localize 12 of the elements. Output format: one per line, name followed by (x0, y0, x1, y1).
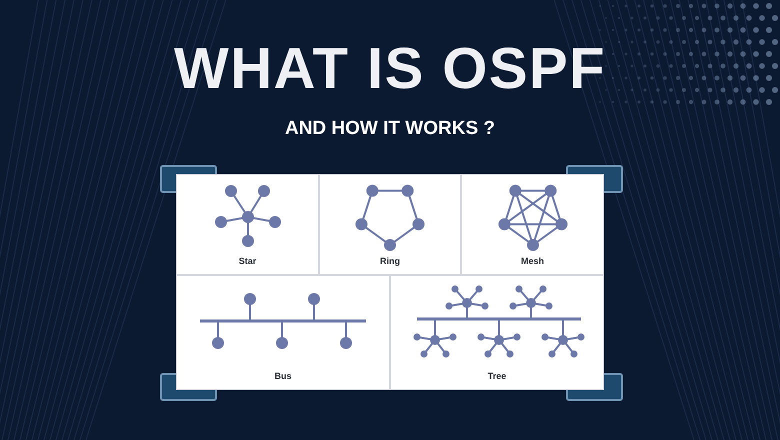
topology-cell (390, 275, 604, 390)
subtitle: AND HOW IT WORKS ? (284, 118, 496, 140)
topology-label: Star (238, 254, 256, 268)
topology-label: Mesh (520, 254, 544, 268)
topology-cell (176, 174, 319, 275)
topology-label: Tree (488, 370, 506, 382)
topology-cell (319, 174, 461, 275)
topology-cell (461, 174, 604, 275)
topology-label: Bus (274, 370, 292, 382)
topology-cell (176, 275, 390, 390)
topology-label: Ring (380, 254, 400, 268)
title: WHAT IS OSPF (174, 38, 606, 100)
